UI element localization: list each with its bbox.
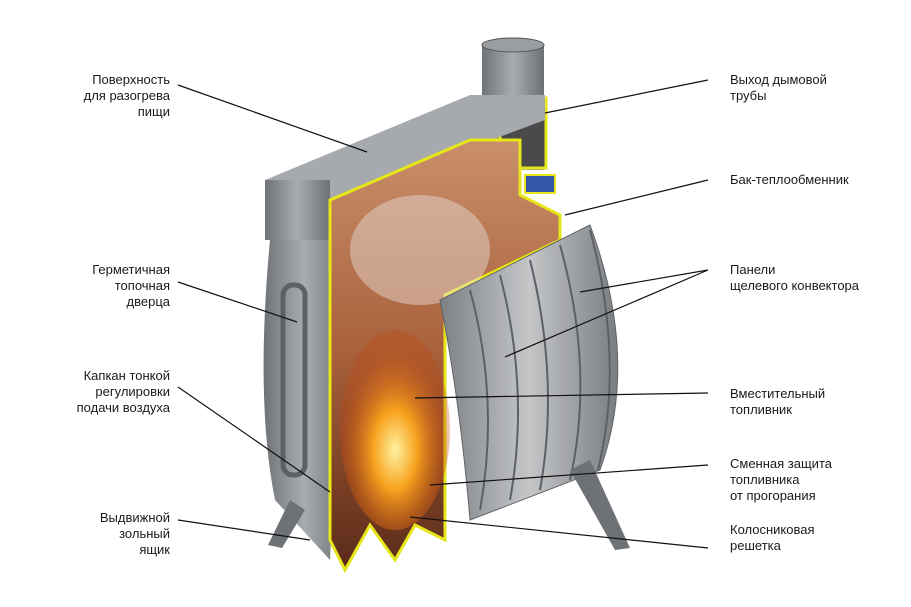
smoke <box>350 195 490 305</box>
label-heat-exchanger-tank: Бак-теплообменник <box>730 172 849 187</box>
fire <box>340 330 450 530</box>
door-handle <box>280 282 308 478</box>
label-grate: Колосниковая решетка <box>730 522 815 553</box>
label-flue-outlet: Выход дымовой трубы <box>730 72 827 103</box>
label-sealed-door: Герметичная топочная дверца <box>92 262 170 309</box>
label-cooking-surface: Поверхность для разогрева пищи <box>83 72 170 119</box>
cooking-surface-box <box>265 95 545 240</box>
stove-leg <box>268 500 305 548</box>
stove-leg <box>570 460 630 550</box>
label-firebox-protection: Сменная защита топливника от прогорания <box>730 456 832 503</box>
label-firebox: Вместительный топливник <box>730 386 826 417</box>
convector-panels <box>439 224 619 521</box>
label-air-regulator: Капкан тонкой регулировки подачи воздуха <box>76 368 170 415</box>
label-ash-drawer: Выдвижной зольный ящик <box>99 510 170 557</box>
label-convector-panels: Панели щелевого конвектора <box>730 262 860 293</box>
heat-exchanger <box>524 174 556 194</box>
leader-lines <box>177 79 709 549</box>
